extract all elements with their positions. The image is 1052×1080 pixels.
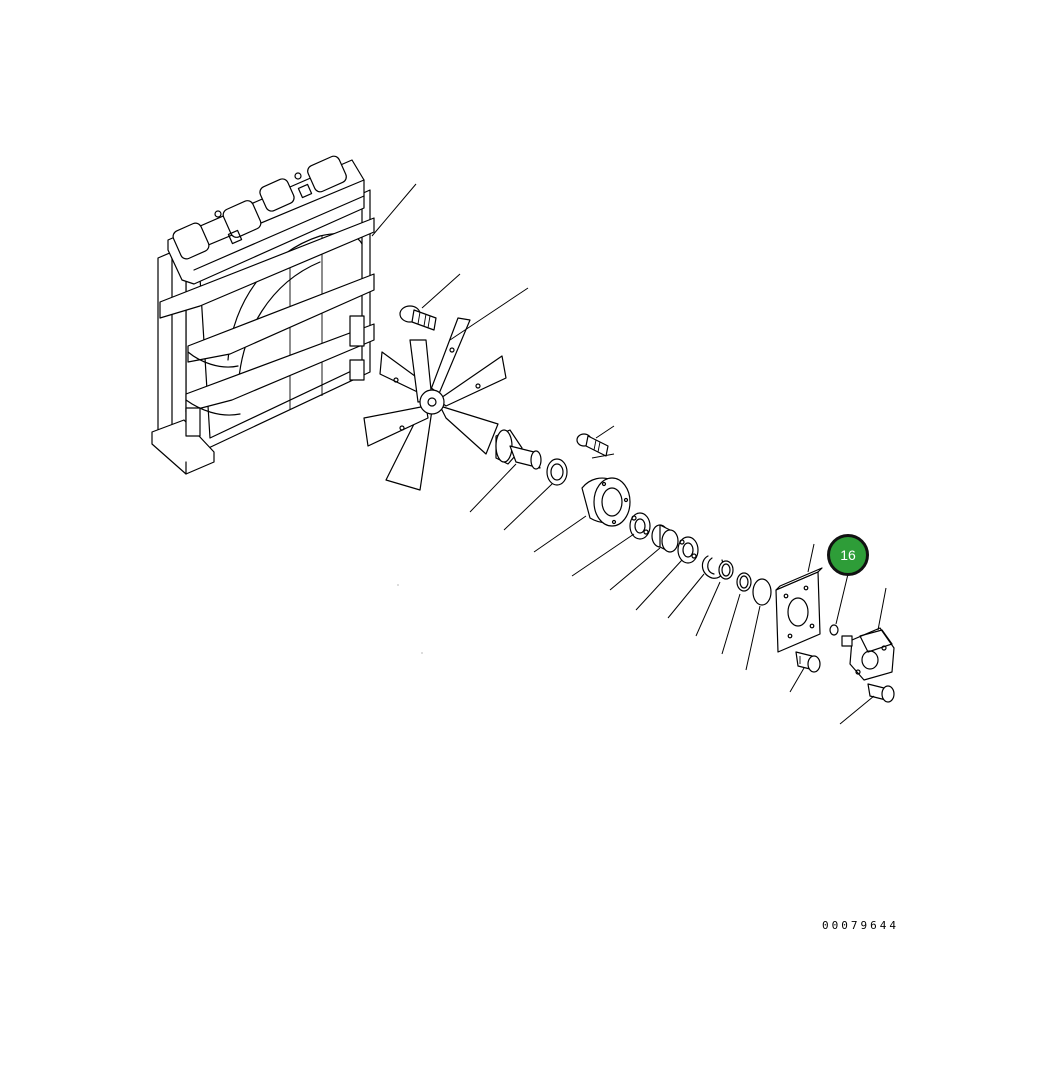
- leader-flange-bolt-a: [789, 667, 805, 693]
- leader-o-ring-small: [835, 573, 849, 625]
- bearing-b[interactable]: [677, 536, 699, 564]
- leader-fan: [449, 287, 529, 341]
- bearing-a[interactable]: [629, 512, 651, 540]
- leader-snap-ring-b: [695, 581, 721, 637]
- o-ring-small[interactable]: [829, 624, 839, 636]
- flange-bolt-a[interactable]: [795, 651, 821, 673]
- radiator-assembly[interactable]: [151, 154, 375, 475]
- seal[interactable]: [546, 458, 568, 486]
- callout-badge-16[interactable]: 16: [827, 534, 869, 576]
- leader-snap-ring-a: [667, 573, 705, 619]
- leader-flange-bolt-b: [839, 695, 875, 725]
- fan-motor[interactable]: [841, 627, 895, 681]
- mounting-plate[interactable]: [775, 567, 823, 653]
- leader-radiator: [371, 183, 417, 237]
- leader-o-ring-large: [745, 605, 761, 671]
- snap-ring-b[interactable]: [718, 560, 734, 580]
- fan[interactable]: [363, 317, 507, 491]
- fan-bolt[interactable]: [399, 305, 437, 331]
- fan-pulley-shaft[interactable]: [495, 429, 542, 470]
- leader-seal: [503, 483, 553, 531]
- leader-housing-bolt-b: [591, 453, 615, 459]
- leader-mounting-plate: [807, 543, 815, 573]
- snap-ring-c[interactable]: [736, 572, 752, 592]
- o-ring-large[interactable]: [752, 578, 772, 606]
- leader-housing-bolt: [595, 425, 615, 439]
- flange-bolt-b[interactable]: [867, 683, 895, 703]
- spacer[interactable]: [651, 524, 679, 553]
- leader-spacer: [609, 547, 661, 591]
- drawing-number: 00079644: [822, 919, 899, 932]
- leader-bearing-b: [635, 559, 683, 611]
- fan-housing[interactable]: [581, 477, 631, 527]
- leader-bearing-a: [571, 533, 635, 577]
- leader-pulley-shaft: [469, 463, 517, 513]
- leader-snap-ring-c: [721, 593, 741, 655]
- housing-bolt[interactable]: [576, 433, 609, 457]
- leader-housing: [533, 515, 587, 553]
- leader-fan-bolt: [421, 273, 461, 309]
- leader-fan-motor: [877, 587, 887, 631]
